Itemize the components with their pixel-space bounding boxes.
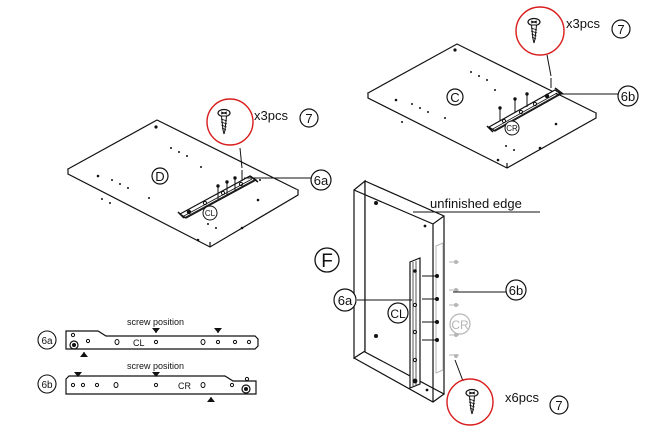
panel-d-screw-qty: x3pcs	[254, 108, 288, 123]
panel-d-screw-ref-circle	[299, 108, 319, 128]
panel-c-rail-ref: 6b	[621, 89, 635, 104]
panel-f-rail-left-marking: CL	[390, 307, 406, 321]
panel-d-screw-ref: 7	[305, 111, 312, 126]
panel-c-group: C CR 6b x3pcs 7	[366, 6, 639, 169]
panel-f-screw-ref-circle	[549, 395, 569, 415]
panel-f-side	[353, 179, 366, 360]
legend-6a-caption: screw position	[127, 317, 184, 327]
panel-c-letter: C	[450, 90, 459, 105]
panel-d-screw-callout-circle	[206, 98, 254, 146]
panel-f-rail-right-marking: CR	[451, 318, 469, 332]
panel-d-rail-ref-circle	[310, 169, 332, 191]
panel-f-edge-note: unfinished edge	[430, 196, 522, 211]
legend-6b-caption: screw position	[127, 361, 184, 371]
screw-icon	[465, 388, 479, 415]
panel-d-rail-ref: 6a	[314, 173, 329, 188]
panel-f-screw-callout-circle	[446, 378, 494, 426]
panel-f-screw-qty: x6pcs	[505, 390, 539, 405]
panel-c-screw-ref: 7	[617, 22, 624, 37]
panel-f-rail-right-ref-circle	[505, 279, 527, 301]
panel-f-group: unfinished edge F CL CR 6a 6b x6pcs 7	[314, 179, 569, 426]
panel-d-group: D CL 6a x3pcs 7	[66, 98, 332, 248]
panel-d-letter-circle	[151, 167, 169, 185]
rail-6a-on-panel-f	[409, 257, 421, 389]
panel-c-screw-qty: x3pcs	[566, 16, 600, 31]
panel-c-letter-circle	[446, 88, 464, 106]
panel-f-letter-circle	[314, 247, 340, 273]
screw-icon	[527, 17, 541, 44]
panel-c-screw-ref-circle	[611, 19, 631, 39]
panel-d-letter: D	[155, 169, 164, 184]
legend-rail-6b: 6b CR screw position	[37, 361, 257, 402]
panel-f-rail-right-ref: 6b	[509, 283, 523, 298]
legend-rail-6a: 6a CL screw position	[37, 317, 259, 357]
panel-f-letter: F	[321, 251, 333, 272]
legend-6b-ref-circle	[37, 374, 57, 394]
legend-6a-ref: 6a	[41, 336, 53, 347]
legend-6a-marking: CL	[133, 338, 145, 348]
screw-icon	[217, 108, 231, 135]
panel-f-rail-left-ref-circle	[333, 288, 357, 312]
panel-c-rail-ref-circle	[617, 85, 639, 107]
panel-f-screw-ref: 7	[555, 398, 562, 413]
panel-d-rail-marking: CL	[205, 209, 216, 218]
legend-6a-ref-circle	[37, 330, 57, 350]
legend-6b-ref: 6b	[41, 380, 53, 391]
legend-6b-marking: CR	[178, 381, 191, 391]
screw-icon	[454, 260, 458, 358]
panel-f	[364, 180, 445, 395]
panel-c-screw-callout-circle	[515, 6, 565, 56]
panel-c-rail-marking: CR	[506, 124, 518, 133]
panel-f-rail-left-ref: 6a	[338, 293, 353, 308]
